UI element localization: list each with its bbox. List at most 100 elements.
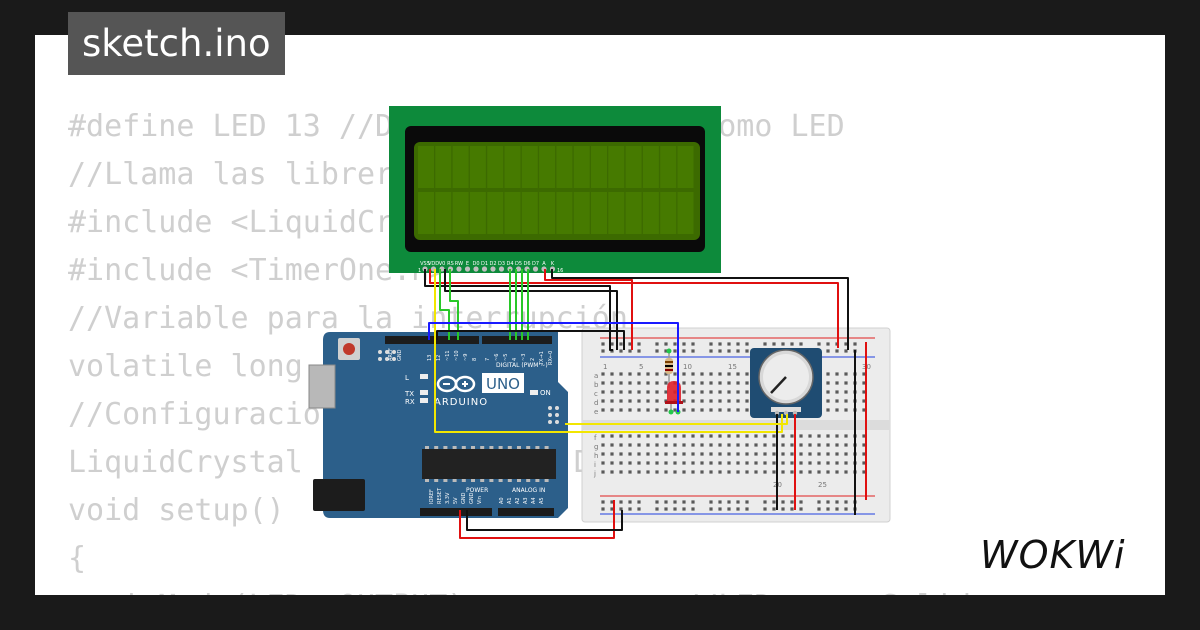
rail-hole — [772, 500, 776, 504]
breadboard-hole — [664, 434, 668, 438]
breadboard-hole — [655, 408, 659, 412]
file-tab[interactable]: sketch.ino — [68, 12, 285, 75]
breadboard-hole — [745, 461, 749, 465]
lcd-char-cell — [677, 146, 694, 188]
pin-label: ~9 — [463, 354, 469, 361]
breadboard-hole — [844, 434, 848, 438]
rail-hole — [619, 500, 623, 504]
breadboard-hole — [691, 452, 695, 456]
wire-vdd-5v — [429, 269, 839, 348]
rail-hole — [781, 342, 785, 346]
pin-label: GND — [461, 492, 467, 504]
rail-hole — [610, 342, 614, 346]
breadboard-hole — [727, 470, 731, 474]
pin-label: A3 — [523, 497, 529, 504]
rail-hole — [772, 342, 776, 346]
rail-hole — [727, 349, 731, 353]
lcd-char-cell — [418, 146, 434, 188]
rail-hole — [781, 500, 785, 504]
led-rx — [420, 398, 428, 403]
wire-k-gnd — [551, 269, 849, 350]
chip-pin — [489, 479, 494, 482]
lcd-char-cell — [556, 146, 573, 188]
rail-hole — [673, 507, 677, 511]
breadboard-hole — [835, 390, 839, 394]
breadboard-hole — [628, 443, 632, 447]
lcd-char-cell — [452, 192, 469, 234]
breadboard-hole — [799, 443, 803, 447]
breadboard-hole — [655, 470, 659, 474]
breadboard-hole — [799, 452, 803, 456]
breadboard-hole — [628, 408, 632, 412]
breadboard-hole — [772, 434, 776, 438]
breadboard-hole — [781, 434, 785, 438]
breadboard-hole — [862, 399, 866, 403]
breadboard-hole — [700, 408, 704, 412]
breadboard-hole — [709, 443, 713, 447]
breadboard-hole — [664, 443, 668, 447]
breadboard-hole — [691, 470, 695, 474]
rail-hole — [610, 500, 614, 504]
breadboard-hole — [655, 399, 659, 403]
breadboard-hole — [844, 443, 848, 447]
breadboard-hole — [601, 452, 605, 456]
breadboard-hole — [826, 390, 830, 394]
reset-button[interactable] — [343, 343, 355, 355]
pin-label: 12 — [436, 355, 442, 361]
breadboard-hole — [781, 470, 785, 474]
breadboard-hole — [844, 470, 848, 474]
breadboard-hole — [763, 443, 767, 447]
lcd-pin — [456, 266, 462, 272]
breadboard-hole — [835, 470, 839, 474]
logo-text: WOKWi — [980, 533, 1126, 576]
breadboard-hole — [727, 434, 731, 438]
rail-hole — [682, 349, 686, 353]
lcd-char-cell — [660, 146, 677, 188]
lcd-char-cell — [625, 146, 642, 188]
breadboard-hole — [844, 390, 848, 394]
breadboard-hole — [664, 452, 668, 456]
lcd-pin-label: D2 — [489, 261, 496, 267]
rail-hole — [727, 507, 731, 511]
rail-hole — [718, 342, 722, 346]
rail-hole — [637, 349, 641, 353]
breadboard-hole — [610, 452, 614, 456]
chip-pins — [425, 446, 549, 482]
breadboard-hole — [727, 452, 731, 456]
breadboard-hole — [682, 408, 686, 412]
arduino-uno-board[interactable]: AREF GND 13 12 ~11 ~10 ~9 8 7 ~6 ~5 4 ~3… — [308, 332, 568, 518]
pin-label: 8 — [472, 358, 478, 361]
breadboard-hole — [610, 399, 614, 403]
rail-hole — [853, 342, 857, 346]
lcd-pin — [515, 266, 522, 272]
breadboard-hole — [610, 390, 614, 394]
breadboard-hole — [691, 461, 695, 465]
lcd-pin-label: A — [542, 261, 546, 267]
breadboard-hole — [637, 470, 641, 474]
digital-pin-labels: AREF GND 13 12 ~11 ~10 ~9 8 7 ~6 ~5 4 ~3… — [388, 348, 554, 366]
pin-label: A2 — [515, 497, 521, 504]
lcd-pin — [481, 266, 488, 272]
rail-hole — [826, 349, 830, 353]
resistor[interactable] — [665, 348, 673, 389]
lcd-pin-label: E — [466, 261, 469, 267]
breadboard-hole — [691, 443, 695, 447]
pin-label: 7 — [485, 358, 491, 361]
breadboard-hole — [817, 452, 821, 456]
breadboard-hole — [673, 372, 677, 376]
pin-number-last: 16 — [557, 268, 563, 274]
breadboard-hole — [601, 443, 605, 447]
lcd-char-cell — [539, 192, 556, 234]
breadboard-hole — [736, 390, 740, 394]
rail-hole — [637, 500, 641, 504]
potentiometer[interactable] — [750, 348, 822, 418]
breadboard-hole — [637, 452, 641, 456]
rail-hole — [763, 507, 767, 511]
breadboard-hole — [610, 381, 614, 385]
breadboard-hole — [619, 408, 623, 412]
breadboard-hole — [745, 399, 749, 403]
breadboard-hole — [736, 372, 740, 376]
breadboard-hole — [682, 470, 686, 474]
breadboard-hole — [835, 434, 839, 438]
